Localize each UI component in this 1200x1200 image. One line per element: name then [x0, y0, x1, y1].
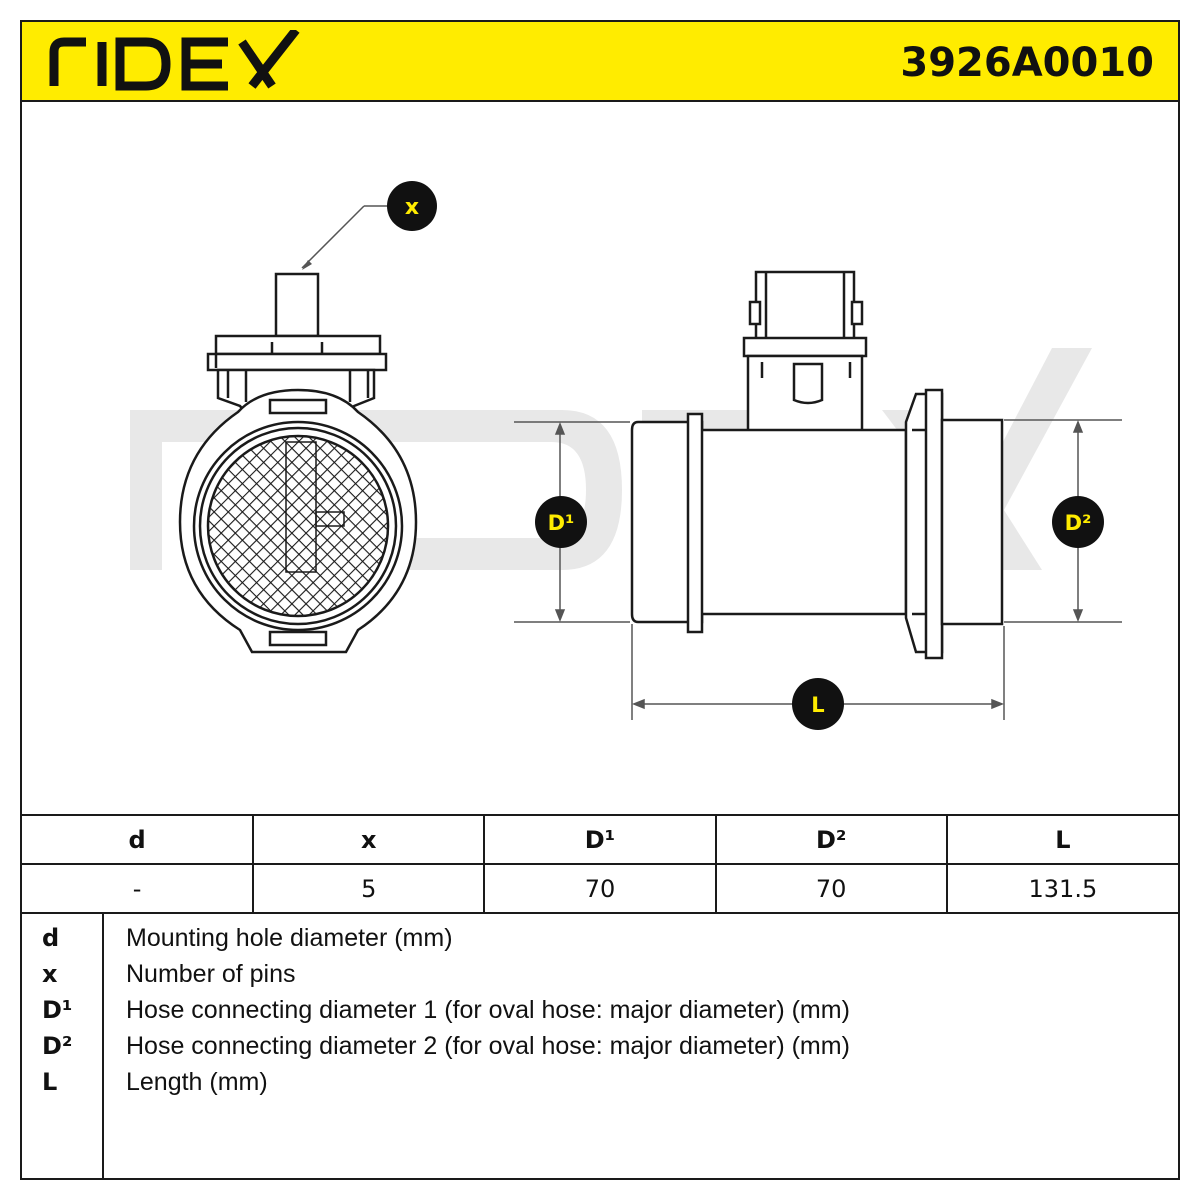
- legend-item: D² Hose connecting diameter 2 (for oval …: [22, 1028, 1178, 1064]
- table-header-cell: D¹: [483, 814, 717, 865]
- l-marker: [792, 678, 844, 730]
- brand-logo: [49, 30, 300, 91]
- legend-text: Hose connecting diameter 1 (for oval hos…: [126, 996, 850, 1024]
- x-label: x: [405, 195, 419, 220]
- table-cell: 70: [714, 863, 948, 914]
- legend-divider: [102, 912, 104, 1180]
- header-bar: 3926A0010: [22, 22, 1178, 102]
- table-header-cell: D²: [714, 814, 948, 865]
- table-cell: -: [22, 863, 255, 914]
- d2-marker: [1052, 496, 1104, 548]
- legend: d Mounting hole diameter (mm) x Number o…: [22, 912, 1178, 1180]
- table-header-cell: L: [945, 814, 1178, 865]
- table-cell: 70: [483, 863, 717, 914]
- table-cell: 131.5: [945, 863, 1178, 914]
- d1-dimension: [514, 421, 630, 623]
- legend-key: x: [42, 960, 58, 988]
- table-header-cell: x: [252, 814, 486, 865]
- legend-text: Number of pins: [126, 960, 296, 988]
- legend-item: d Mounting hole diameter (mm): [22, 920, 1178, 956]
- d1-label: D¹: [548, 511, 575, 535]
- table-header-row: d x D¹ D² L: [22, 814, 1178, 865]
- x-callout: [301, 181, 437, 270]
- legend-key: D²: [42, 1032, 73, 1060]
- datasheet-frame: 3926A0010: [20, 20, 1180, 1180]
- legend-text: Hose connecting diameter 2 (for oval hos…: [126, 1032, 850, 1060]
- legend-key: L: [42, 1068, 58, 1096]
- table-header-cell: d: [22, 814, 255, 865]
- legend-item: D¹ Hose connecting diameter 1 (for oval …: [22, 992, 1178, 1028]
- legend-key: d: [42, 924, 60, 952]
- legend-item: x Number of pins: [22, 956, 1178, 992]
- side-view: [630, 270, 1004, 660]
- table-cell: 5: [252, 863, 486, 914]
- l-label: L: [811, 693, 824, 717]
- legend-key: D¹: [42, 996, 73, 1024]
- legend-text: Mounting hole diameter (mm): [126, 924, 453, 952]
- technical-drawing: x D¹: [130, 181, 1122, 730]
- legend-item: L Length (mm): [22, 1064, 1178, 1100]
- d2-label: D²: [1065, 511, 1092, 535]
- spec-table: d x D¹ D² L - 5 70 70 131.5: [22, 814, 1178, 914]
- part-number: 3926A0010: [900, 40, 1154, 86]
- sensor-mesh: [206, 434, 390, 618]
- table-row: - 5 70 70 131.5: [22, 863, 1178, 914]
- legend-text: Length (mm): [126, 1068, 268, 1096]
- d1-marker: [535, 496, 587, 548]
